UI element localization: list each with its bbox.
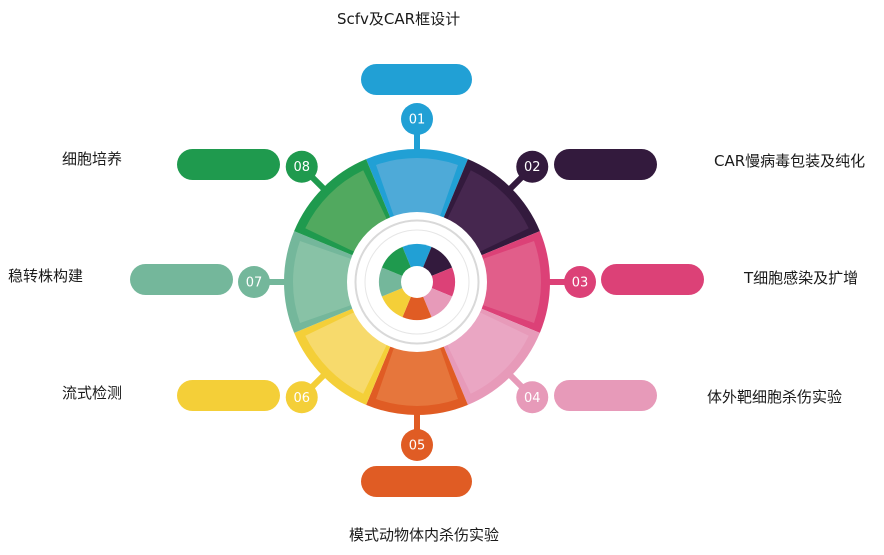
step-number-02: 02 bbox=[524, 160, 541, 175]
step-label-08: 细胞培养 bbox=[62, 150, 123, 168]
label-pill-01 bbox=[361, 64, 472, 95]
inner-slice-03 bbox=[417, 267, 455, 297]
label-pill-06 bbox=[177, 380, 280, 411]
label-pill-08 bbox=[177, 149, 280, 180]
inner-slice-05 bbox=[402, 282, 432, 320]
inner-slice-07 bbox=[379, 267, 417, 297]
number-badge-08 bbox=[285, 150, 318, 183]
step-number-01: 01 bbox=[409, 113, 426, 128]
number-badge-06 bbox=[285, 381, 318, 414]
label-pill-02 bbox=[554, 149, 657, 180]
step-label-01: Scfv及CAR框设计 bbox=[337, 10, 461, 28]
step-label-05: 模式动物体内杀伤实验 bbox=[349, 526, 500, 544]
step-label-06: 流式检测 bbox=[62, 384, 123, 402]
label-pill-04 bbox=[554, 380, 657, 411]
step-label-04: 体外靶细胞杀伤实验 bbox=[707, 388, 843, 406]
label-pill-05 bbox=[361, 466, 472, 497]
number-badge-02 bbox=[516, 150, 549, 183]
step-number-06: 06 bbox=[293, 391, 310, 406]
step-number-05: 05 bbox=[409, 439, 426, 454]
step-number-04: 04 bbox=[524, 391, 541, 406]
number-badge-05 bbox=[401, 429, 433, 461]
label-pill-03 bbox=[601, 264, 704, 295]
center-ring bbox=[356, 221, 478, 343]
segment-inner-01 bbox=[376, 158, 458, 220]
number-badge-04 bbox=[516, 381, 549, 414]
segment-inner-07 bbox=[292, 241, 355, 323]
step-number-08: 08 bbox=[293, 160, 310, 175]
step-number-03: 03 bbox=[572, 276, 589, 291]
number-badge-03 bbox=[564, 266, 596, 298]
step-label-07: 稳转株构建 bbox=[8, 267, 84, 285]
number-badge-07 bbox=[238, 266, 270, 298]
label-pill-07 bbox=[130, 264, 233, 295]
number-badge-01 bbox=[401, 103, 433, 135]
step-label-03: T细胞感染及扩增 bbox=[744, 269, 859, 287]
segment-inner-05 bbox=[376, 344, 458, 406]
step-label-02: CAR慢病毒包装及纯化 bbox=[714, 152, 866, 170]
step-number-07: 07 bbox=[246, 276, 263, 291]
inner-hub bbox=[401, 266, 433, 298]
segment-inner-03 bbox=[479, 241, 541, 323]
inner-slice-01 bbox=[402, 244, 432, 282]
